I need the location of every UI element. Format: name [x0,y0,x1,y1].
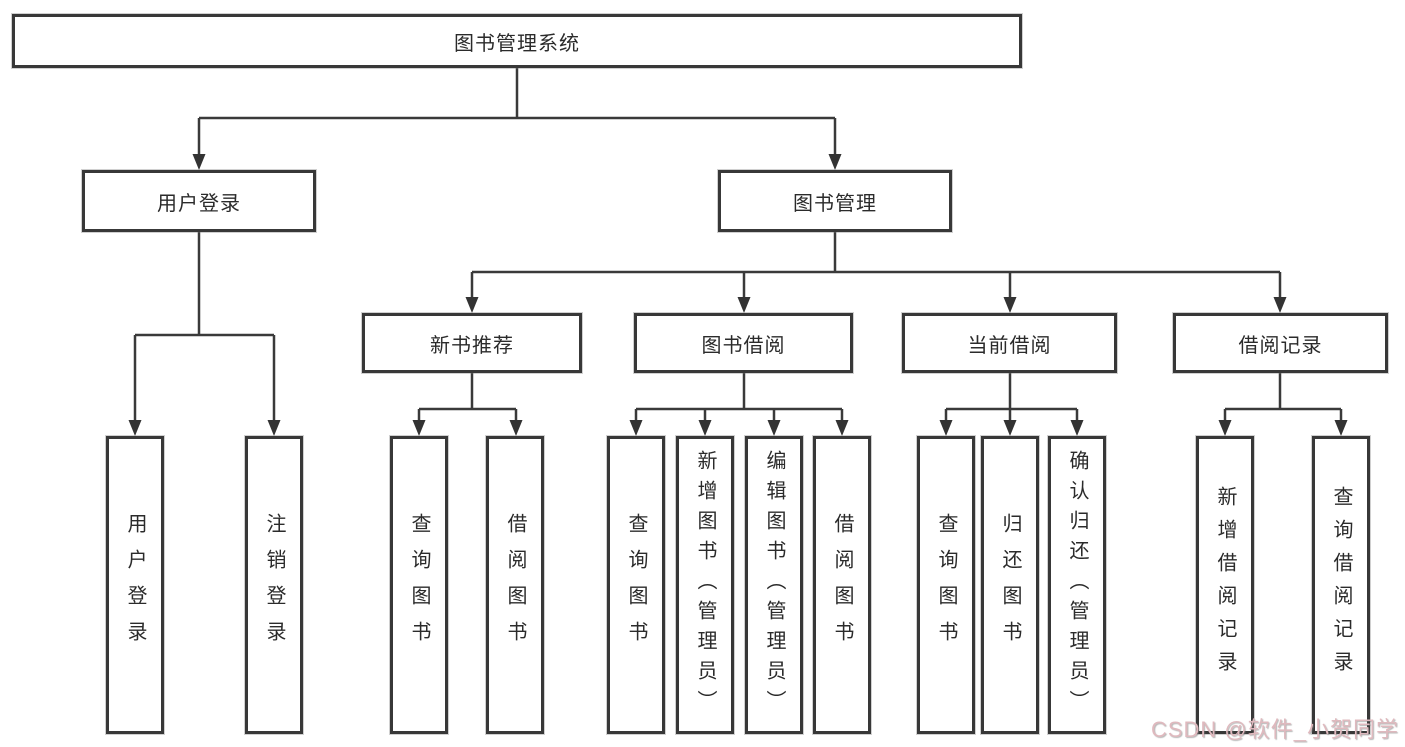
leaf-query-book-borrow: 查询图书 [607,436,665,734]
leaf-edit-book-admin: 编辑图书（管理员） [745,436,803,734]
node-book-borrow: 图书借阅 [634,313,853,373]
node-book-borrow-label: 图书借阅 [701,334,786,357]
leaf-add-borrow-record: 新增借阅记录 [1196,436,1254,734]
node-new-book-recommend-label: 新书推荐 [430,334,514,357]
leaf-confirm-return-admin: 确认归还（管理员） [1048,436,1106,734]
node-user-login-label: 用户登录 [157,192,241,215]
node-borrow-record: 借阅记录 [1173,313,1388,373]
leaf-add-book-admin: 新增图书（管理员） [676,436,734,734]
leaf-query-borrow-record: 查询借阅记录 [1312,436,1370,734]
node-book-management-label: 图书管理 [793,192,877,215]
leaf-query-book-recommend: 查询图书 [390,436,448,734]
leaf-user-login: 用户登录 [106,436,164,734]
leaf-query-book-current: 查询图书 [917,436,975,734]
node-book-management: 图书管理 [718,170,952,232]
node-user-login: 用户登录 [82,170,316,232]
node-current-borrow-label: 当前借阅 [967,334,1052,357]
node-root-system: 图书管理系统 [12,14,1022,68]
node-current-borrow: 当前借阅 [902,313,1117,373]
node-root-label: 图书管理系统 [454,32,580,55]
node-new-book-recommend: 新书推荐 [362,313,582,373]
leaf-borrow-book: 借阅图书 [813,436,871,734]
arrowheads [128,154,1348,436]
leaf-borrow-book-recommend: 借阅图书 [486,436,544,734]
leaf-return-book: 归还图书 [981,436,1039,734]
leaf-logout: 注销登录 [245,436,303,734]
node-borrow-record-label: 借阅记录 [1238,334,1323,357]
